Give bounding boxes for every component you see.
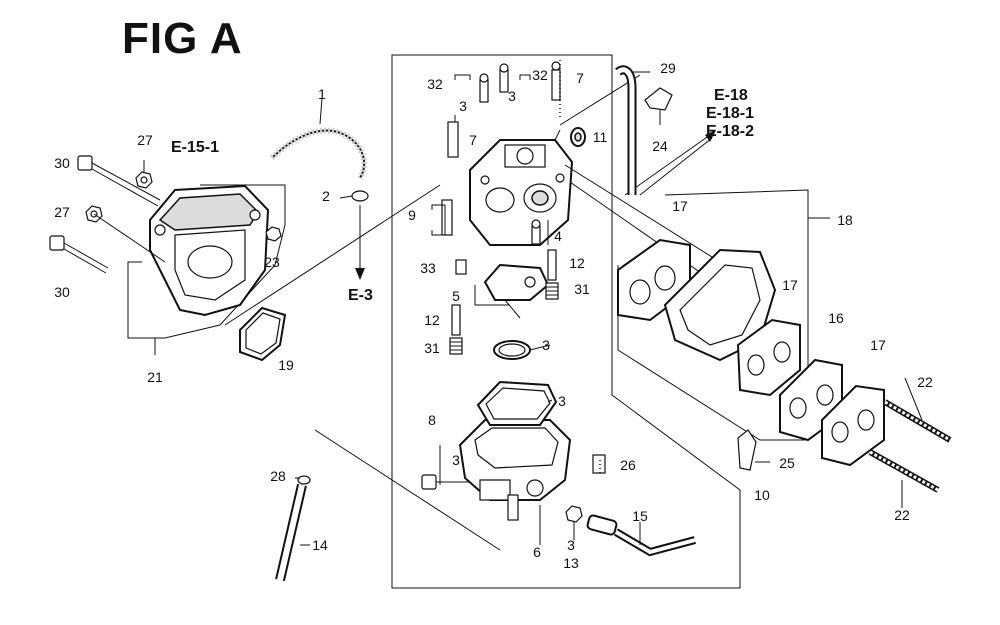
- stud-22-upper[interactable]: [883, 399, 952, 443]
- callout-3: 3: [558, 393, 566, 409]
- callout-1: 1: [318, 86, 326, 102]
- callout-19: 19: [278, 357, 294, 373]
- nut-27-upper[interactable]: [135, 171, 153, 189]
- vent-tube-29[interactable]: [615, 65, 637, 195]
- callout-3: 3: [542, 337, 550, 353]
- callout-31: 31: [574, 281, 590, 297]
- callout-18: 18: [837, 212, 853, 228]
- fuel-filter-15[interactable]: [586, 514, 697, 557]
- spring-31-left[interactable]: [449, 337, 463, 355]
- float-chamber[interactable]: [458, 419, 572, 501]
- callout-22: 22: [917, 374, 933, 390]
- callout-16: 16: [828, 310, 844, 326]
- clip-28[interactable]: [297, 475, 311, 485]
- callout-11: 11: [592, 129, 608, 145]
- stud-22-lower[interactable]: [868, 449, 940, 493]
- callout-3: 3: [567, 537, 575, 553]
- callout-17: 17: [870, 337, 886, 353]
- callout-29: 29: [660, 60, 676, 76]
- intake-housing[interactable]: [149, 184, 270, 317]
- callout-27: 27: [54, 204, 70, 220]
- callout-31: 31: [424, 340, 440, 356]
- callout-26: 26: [620, 457, 636, 473]
- clip-24[interactable]: [644, 87, 673, 111]
- screw-4[interactable]: [531, 219, 541, 245]
- callout-17: 17: [782, 277, 798, 293]
- insulator-plate[interactable]: [663, 248, 777, 362]
- screw-32-right[interactable]: [499, 63, 509, 93]
- callout-7: 7: [576, 70, 584, 86]
- gasket-17-b[interactable]: [736, 318, 801, 397]
- callout-14: 14: [312, 537, 328, 553]
- callout-23: 23: [264, 254, 280, 270]
- callout-5: 5: [452, 288, 460, 304]
- screw-12-right[interactable]: [547, 249, 557, 281]
- callout-25: 25: [779, 455, 795, 471]
- callout-33: 33: [420, 260, 436, 276]
- nozzle-6[interactable]: [507, 494, 519, 521]
- callout-7: 7: [469, 132, 477, 148]
- callout-30: 30: [54, 155, 70, 171]
- gasket-17-c[interactable]: [821, 384, 885, 467]
- nut-23[interactable]: [265, 226, 282, 242]
- jet-7-upper[interactable]: [551, 61, 561, 101]
- callout-12: 12: [424, 312, 440, 328]
- callout-10: 10: [754, 487, 770, 503]
- callout-6: 6: [533, 544, 541, 560]
- callout-13: 13: [563, 555, 579, 571]
- ref-e18-1[interactable]: E-18-1: [706, 105, 755, 122]
- jet-9[interactable]: [441, 199, 453, 236]
- o-ring-3[interactable]: [493, 340, 531, 360]
- callout-4: 4: [554, 228, 562, 244]
- gasket-3-bowl[interactable]: [476, 380, 558, 426]
- callout-3: 3: [459, 98, 467, 114]
- washer-11[interactable]: [570, 127, 586, 147]
- carburetor-body[interactable]: [469, 139, 574, 246]
- jet-7-lower[interactable]: [447, 121, 459, 158]
- callout-22: 22: [894, 507, 910, 523]
- screw-32-left[interactable]: [479, 73, 489, 103]
- drain-bolt-8[interactable]: [421, 474, 470, 490]
- callout-15: 15: [632, 508, 648, 524]
- bolt-30-lower[interactable]: [49, 235, 109, 274]
- callout-32: 32: [427, 76, 443, 92]
- fig-title: FIG A: [122, 14, 243, 63]
- callout-3: 3: [508, 88, 516, 104]
- callout-3: 3: [452, 452, 460, 468]
- intake-group: [49, 155, 287, 362]
- breather-hose-1[interactable]: [269, 127, 368, 180]
- gasket-19[interactable]: [239, 306, 287, 362]
- callout-17: 17: [672, 198, 688, 214]
- spring-31-right[interactable]: [545, 282, 559, 300]
- spring-33[interactable]: [455, 259, 467, 275]
- callout-28: 28: [270, 468, 286, 484]
- callout-2: 2: [322, 188, 330, 204]
- gasket-group-frame: [617, 189, 809, 441]
- callout-30: 30: [54, 284, 70, 300]
- callout-9: 9: [408, 207, 416, 223]
- ref-e15-1[interactable]: E-15-1: [171, 139, 220, 156]
- ref-e18[interactable]: E-18: [714, 87, 748, 104]
- ref-e18-2[interactable]: E-18-2: [706, 123, 755, 140]
- nut-13[interactable]: [565, 505, 583, 523]
- ref-e3[interactable]: E-3: [348, 287, 373, 304]
- callout-27: 27: [137, 132, 153, 148]
- lever-5[interactable]: [483, 263, 550, 319]
- callout-24: 24: [652, 138, 668, 154]
- drain-screw-26[interactable]: [592, 454, 606, 474]
- fuel-hose-14[interactable]: [275, 483, 307, 582]
- callout-21: 21: [147, 369, 163, 385]
- screw-12-left[interactable]: [451, 304, 461, 336]
- callout-32: 32: [532, 67, 548, 83]
- clip-2[interactable]: [339, 190, 369, 202]
- callout-8: 8: [428, 412, 436, 428]
- bolt-30-upper[interactable]: [77, 155, 161, 207]
- callout-12: 12: [569, 255, 585, 271]
- clip-25[interactable]: [737, 429, 757, 471]
